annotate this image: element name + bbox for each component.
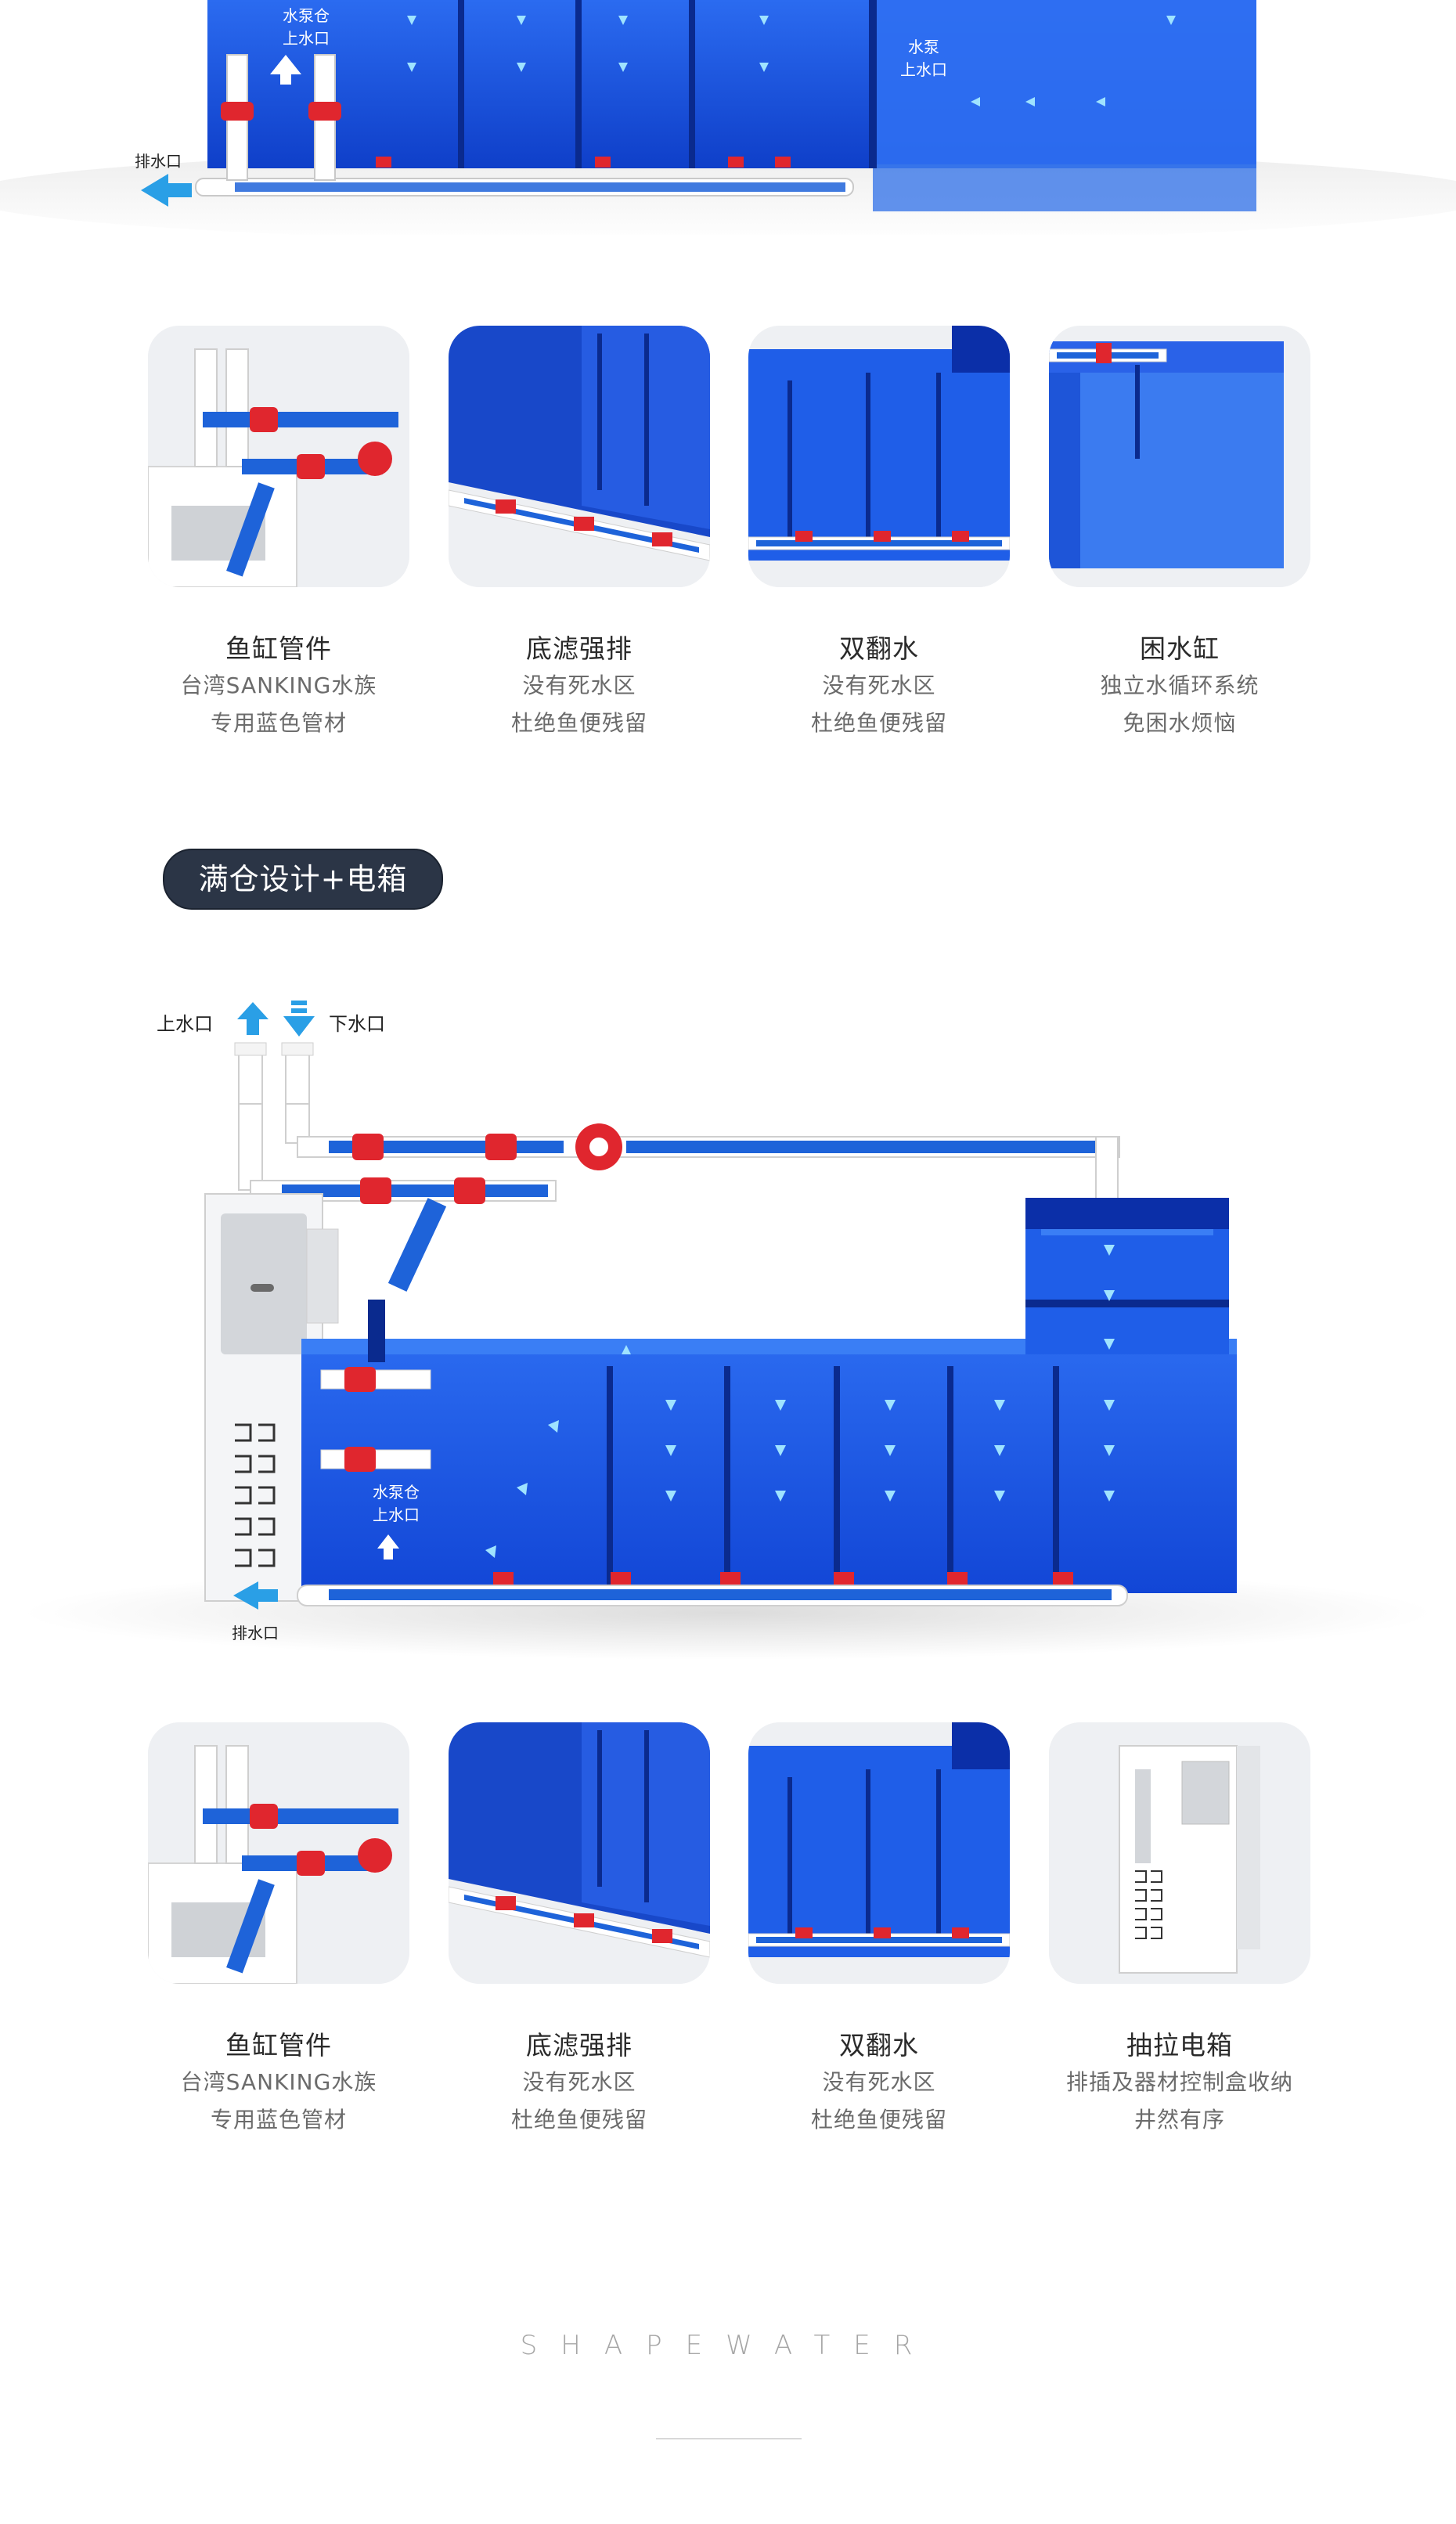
feature-desc-line1: 独立水循环系统: [1100, 672, 1260, 698]
feature-desc-line1: 没有死水区: [522, 672, 636, 698]
feature-desc-line2: 杜绝鱼便残留: [510, 2107, 647, 2133]
feature-desc-line2: 杜绝鱼便残留: [810, 2107, 947, 2133]
inlet-label: 上水口: [157, 1013, 213, 1035]
feature-desc-line1: 台湾SANKING水族: [180, 2069, 377, 2095]
top-pump-label-1: 水泵仓 上水口: [283, 6, 330, 48]
section2-diagram: 上水口 下水口 水泵仓 上水口 排水口: [0, 971, 1456, 1675]
feature-desc-line1: 没有死水区: [822, 672, 936, 698]
top-pump-label-2: 水泵 上水口: [900, 38, 947, 79]
feature-image-pipe-fittings: [148, 326, 409, 587]
feature-image-pipe-fittings: [148, 1722, 409, 1984]
feature-title: 底滤强排: [526, 2030, 632, 2061]
feature-title: 鱼缸管件: [225, 2030, 332, 2061]
top-diagram: 水泵仓 上水口 水泵 上水口 排水口: [0, 0, 1456, 235]
feature-desc-line2: 杜绝鱼便残留: [810, 710, 947, 736]
feature-desc-line1: 台湾SANKING水族: [180, 672, 377, 698]
top-drain-label: 排水口: [135, 152, 182, 171]
section2-diagram-illustration: [23, 1001, 1433, 1660]
feature-title: 双翻水: [839, 633, 919, 664]
brand-divider: [656, 2438, 802, 2439]
feature-desc-line2: 专用蓝色管材: [210, 710, 347, 736]
feature-desc-line1: 排插及器材控制盒收纳: [1065, 2069, 1293, 2095]
section2-pump-label: 水泵仓 上水口: [373, 1483, 420, 1524]
feature-image-bottom-filter: [449, 326, 710, 587]
feature-image-double-overflow: [748, 326, 1010, 587]
feature-title: 鱼缸管件: [225, 633, 332, 664]
feature-desc-line2: 井然有序: [1133, 2107, 1225, 2133]
feature-image-bottom-filter: [449, 1722, 710, 1984]
feature-image-pull-out-electric-box: [1049, 1722, 1310, 1984]
feature-desc-line1: 没有死水区: [522, 2069, 636, 2095]
feature-title: 困水缸: [1140, 633, 1220, 664]
feature-desc-line2: 杜绝鱼便残留: [510, 710, 647, 736]
feature-title: 抽拉电箱: [1126, 2030, 1233, 2061]
brand-wordmark: SHAPEWATER: [520, 2330, 936, 2361]
section2-drain-label: 排水口: [232, 1624, 279, 1642]
section-pill-full-design: 满仓设计+电箱: [163, 849, 443, 910]
feature-row-2: 鱼缸管件 台湾SANKING水族 专用蓝色管材 底滤强排 没有死水区 杜绝鱼便残…: [0, 1722, 1456, 2161]
outlet-label: 下水口: [329, 1013, 385, 1035]
feature-desc-line2: 免困水烦恼: [1123, 710, 1237, 736]
top-diagram-illustration: [0, 0, 1456, 235]
feature-row-1: 鱼缸管件 台湾SANKING水族 专用蓝色管材 底滤强排 没有死水区 杜绝鱼便残…: [0, 326, 1456, 764]
feature-desc-line1: 没有死水区: [822, 2069, 936, 2095]
feature-title: 双翻水: [839, 2030, 919, 2061]
feature-title: 底滤强排: [526, 633, 632, 664]
feature-image-double-overflow: [748, 1722, 1010, 1984]
feature-desc-line2: 专用蓝色管材: [210, 2107, 347, 2133]
feature-image-water-trap-tank: [1049, 326, 1310, 587]
